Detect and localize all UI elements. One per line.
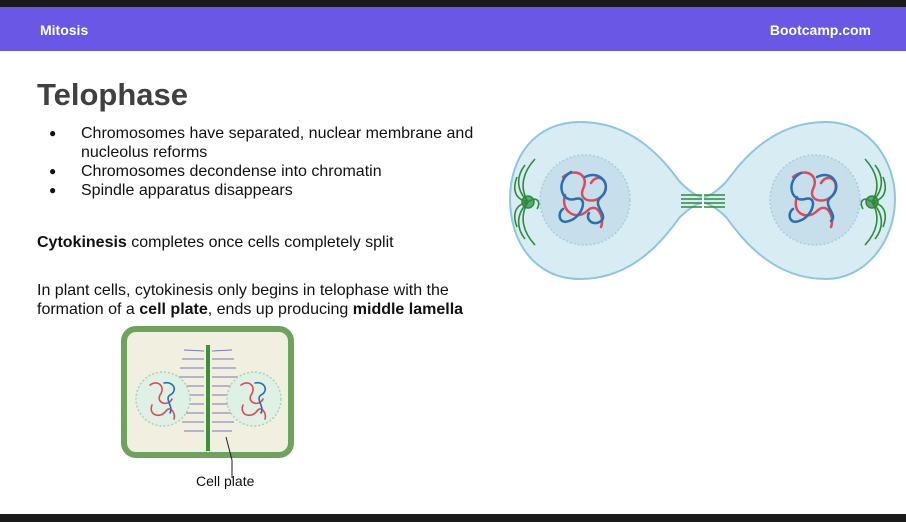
cell-plate-pointer (231, 460, 233, 478)
slide: Mitosis Bootcamp.com Telophase Chromosom… (0, 7, 906, 514)
bullet-item: Chromosomes have separated, nuclear memb… (36, 124, 506, 162)
cytokinesis-paragraph: Cytokinesis completes once cells complet… (37, 234, 394, 252)
bullet-item: Chromosomes decondense into chromatin (36, 162, 506, 181)
plant-paragraph: In plant cells, cytokinesis only begins … (37, 281, 517, 319)
cell-plate-term: cell plate (139, 301, 208, 318)
header-brand: Bootcamp.com (769, 22, 871, 38)
header-topic: Mitosis (40, 22, 89, 38)
animal-cell-diagram (508, 120, 897, 281)
plant-text-1: In plant cells, cytokinesis only begins … (37, 282, 449, 318)
cell-plate-label: Cell plate (196, 473, 255, 489)
bullet-list: Chromosomes have separated, nuclear memb… (36, 124, 506, 200)
cytokinesis-term: Cytokinesis (37, 234, 127, 251)
middle-lamella-term: middle lamella (352, 301, 464, 318)
cytokinesis-text: completes once cells completely split (126, 234, 394, 251)
bullet-item: Spindle apparatus disappears (36, 181, 506, 200)
slide-header: Mitosis Bootcamp.com (0, 7, 906, 51)
plant-text-2: , ends up producing (207, 301, 353, 318)
plant-cell-diagram (121, 326, 294, 460)
page-title: Telophase (37, 77, 189, 112)
